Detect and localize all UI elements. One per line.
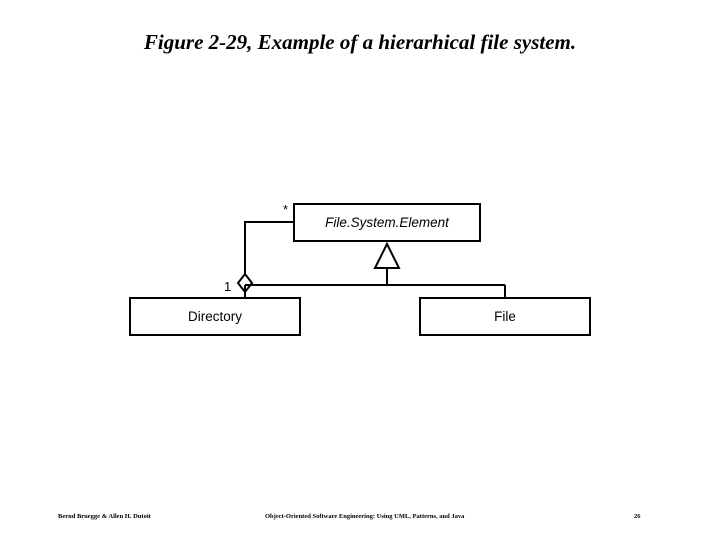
page-title: Figure 2-29, Example of a hierarhical fi… [143, 30, 577, 54]
footer-authors: Bernd Bruegge & Allen H. Dutoit [58, 513, 151, 520]
class-name-file-system-element: File.System.Element [325, 215, 449, 230]
generalization-triangle-icon [373, 241, 401, 269]
footer-page-number: 26 [634, 513, 641, 520]
association-contains [236, 221, 293, 294]
class-box-file[interactable]: File [419, 297, 591, 336]
generalization-tree [244, 241, 506, 297]
multiplicity-many: * [283, 202, 289, 217]
class-box-directory[interactable]: Directory [129, 297, 301, 336]
footer-book-title: Object-Oriented Software Engineering: Us… [265, 513, 465, 520]
class-name-directory: Directory [187, 309, 242, 324]
class-box-file-system-element[interactable]: File.System.Element [293, 203, 481, 242]
class-name-file: File [494, 309, 516, 324]
multiplicity-one: 1 [224, 279, 232, 294]
